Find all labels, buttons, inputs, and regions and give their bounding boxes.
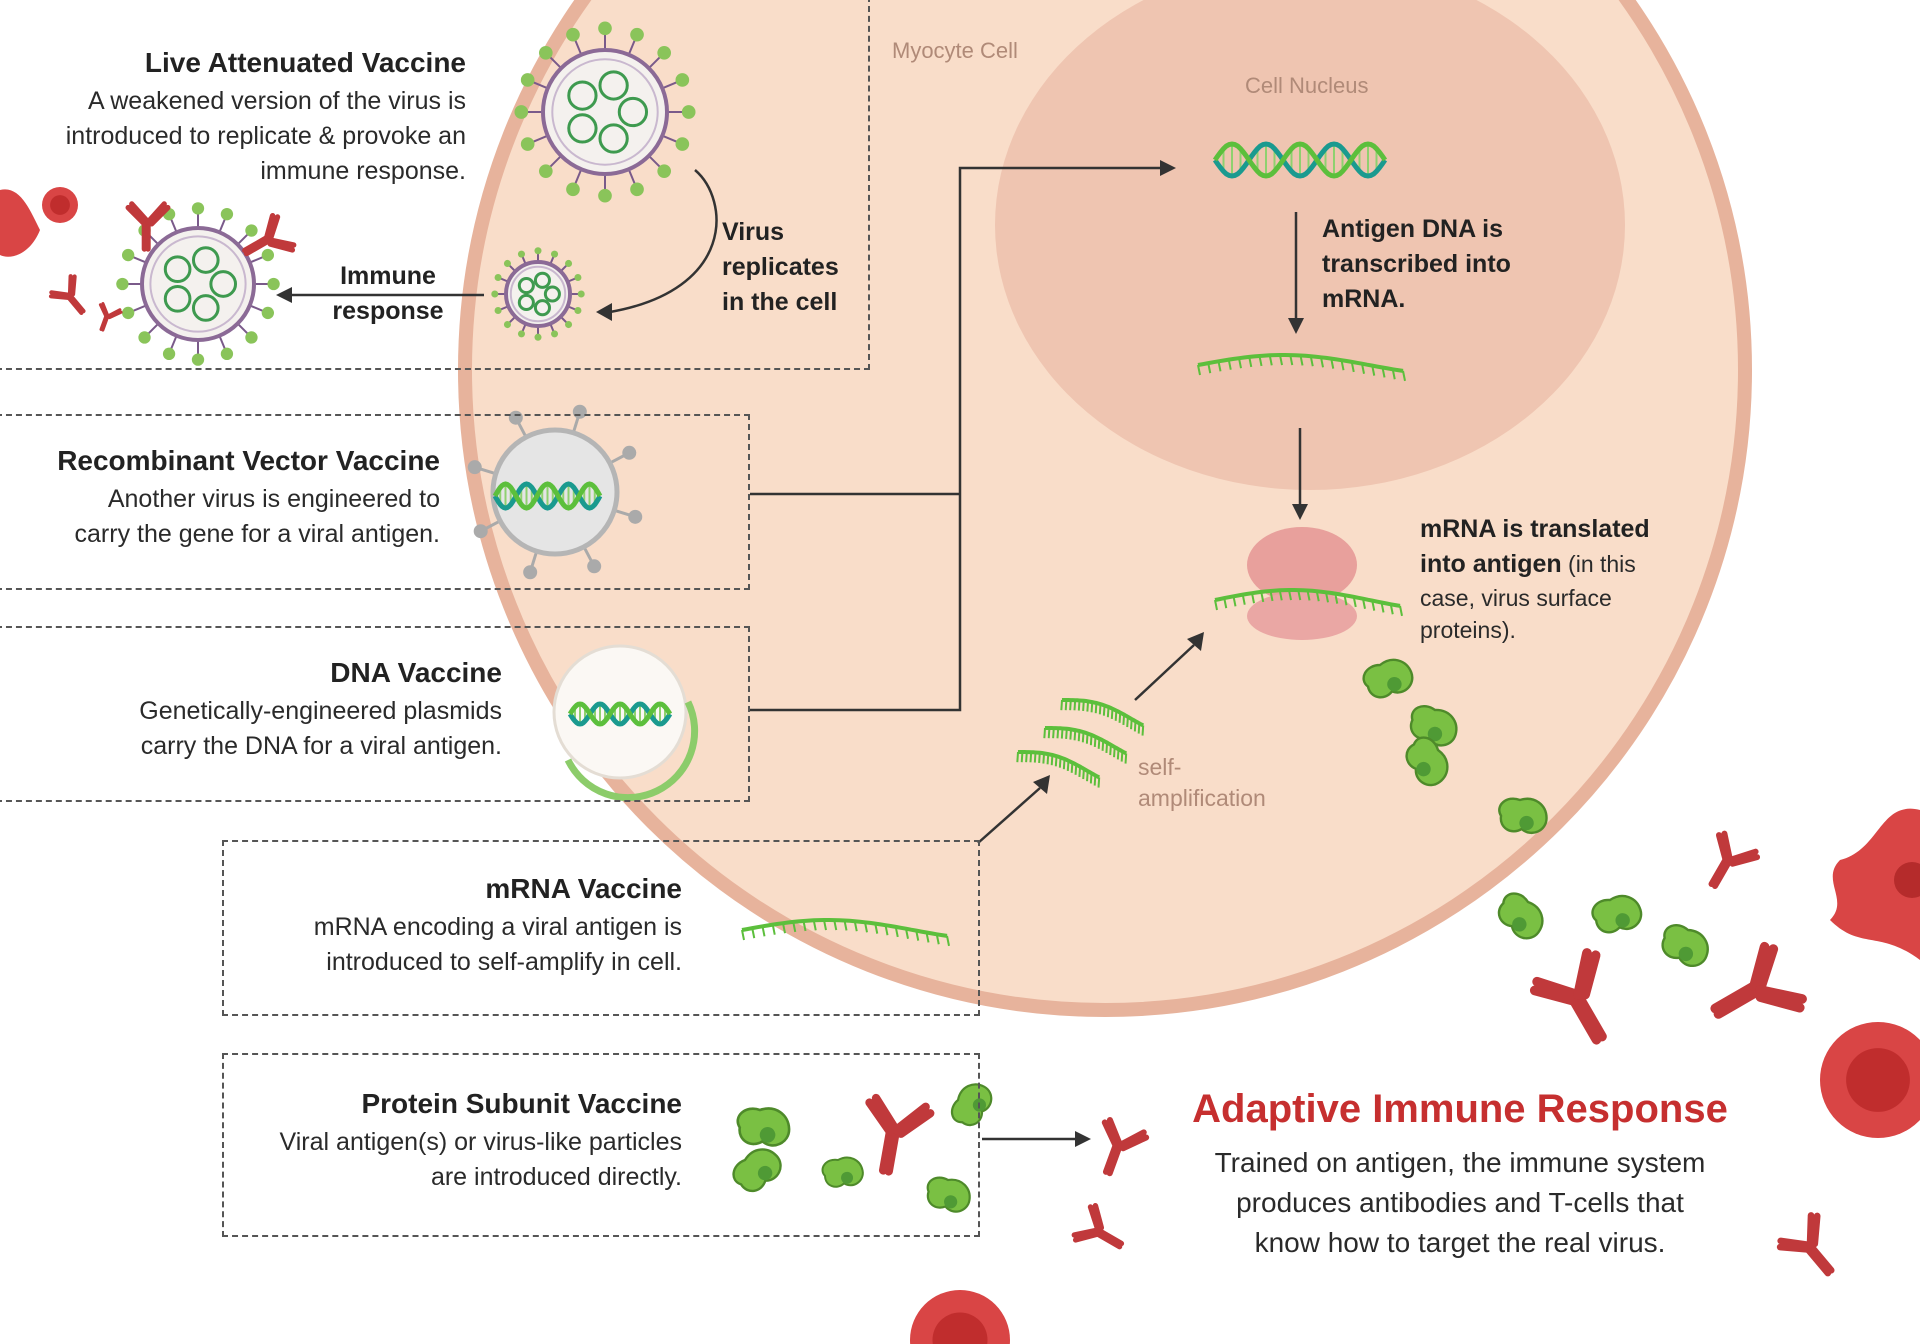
recombinant-box	[0, 414, 750, 590]
desc-line: Trained on antigen, the immune system	[1214, 1147, 1706, 1178]
antibody-icon	[1529, 948, 1607, 1045]
translation-label: mRNA is translated into antigen (in this…	[1420, 512, 1650, 646]
antibody-icon	[98, 302, 123, 332]
desc-line: immune response.	[260, 157, 466, 185]
immune-response-label: Immune response	[318, 259, 458, 329]
transcription-line: transcribed into	[1322, 250, 1511, 278]
immune-cell-icon	[0, 189, 40, 257]
antigen-icon	[926, 1176, 971, 1213]
self-amplification-label: self- amplification	[1138, 752, 1266, 814]
recombinant-title: Recombinant Vector Vaccine	[57, 445, 440, 476]
protein-desc: Viral antigen(s) or virus-like particles…	[280, 1125, 682, 1195]
self-amp-line: self-	[1138, 754, 1182, 780]
translation-bold-2: into antigen	[1420, 550, 1562, 578]
replicates-line: Virus	[722, 218, 785, 246]
mrna-strand-icon	[1043, 725, 1128, 764]
antibody-icon	[1071, 1202, 1125, 1250]
desc-line: are introduced directly.	[430, 1163, 682, 1191]
antigen-icon	[1498, 797, 1548, 834]
antibody-icon	[1708, 830, 1761, 889]
arrow-replicates	[609, 169, 718, 314]
live-attenuated-desc: A weakened version of the virus is intro…	[66, 84, 466, 189]
desc-line: Another virus is engineered to	[107, 485, 440, 513]
live-attenuated-box	[0, 0, 870, 370]
mrna-strand-icon	[1214, 588, 1403, 617]
antigen-icon	[821, 1156, 864, 1188]
cell-nucleus	[995, 0, 1625, 490]
desc-line: produces antibodies and T-cells that	[1236, 1187, 1684, 1218]
adaptive-title: Adaptive Immune Response	[1192, 1087, 1728, 1131]
mrna-title: mRNA Vaccine	[485, 873, 682, 904]
antibody-icon	[48, 274, 86, 315]
nucleus-label: Cell Nucleus	[1245, 73, 1369, 98]
mrna-desc: mRNA encoding a viral antigen is introdu…	[314, 910, 682, 980]
protein-title: Protein Subunit Vaccine	[361, 1088, 682, 1119]
antigen-icon	[736, 1107, 791, 1147]
desc-line: know how to target the real virus.	[1254, 1227, 1666, 1258]
desc-line: carry the gene for a viral antigen.	[74, 520, 440, 548]
antigen-icon	[732, 1148, 782, 1193]
protein-box	[222, 1053, 980, 1237]
mrna-strand-icon	[1060, 697, 1145, 736]
virus-immune-icon	[116, 202, 280, 366]
dna-helix-icon	[492, 481, 603, 511]
antigen-icon	[950, 1083, 993, 1127]
translation-line-3: case, virus surface	[1420, 585, 1612, 611]
desc-line: Genetically-engineered plasmids	[139, 697, 502, 725]
immune-cell-icon	[1830, 808, 1920, 960]
dna-desc: Genetically-engineered plasmids carry th…	[139, 694, 502, 764]
transcription-line: Antigen DNA is	[1322, 215, 1504, 243]
myocyte-label: Myocyte Cell	[892, 38, 1018, 63]
desc-line: A weakened version of the virus is	[88, 87, 466, 115]
dna-box	[0, 626, 750, 802]
translation-bold-1: mRNA is translated	[1420, 515, 1650, 543]
blood-cell-icon	[1820, 1022, 1920, 1138]
mrna-box	[222, 840, 980, 1016]
desc-line: introduced to replicate & provoke an	[65, 122, 466, 150]
antigen-icon	[1405, 736, 1449, 787]
mrna-strand-icon	[741, 918, 950, 947]
dna-title: DNA Vaccine	[330, 657, 502, 688]
antibody-icon	[125, 201, 171, 252]
dna-helix-icon	[567, 701, 673, 727]
recombinant-desc: Another virus is engineered to carry the…	[75, 482, 440, 552]
antibody-icon	[865, 1093, 935, 1176]
ribosome-icon	[1247, 527, 1357, 640]
virus-replicates-label: Virus replicates in the cell	[722, 215, 839, 320]
antigen-icon	[1497, 892, 1544, 940]
arrow-self-amp-out	[1134, 644, 1195, 701]
mrna-strand-icon	[1016, 749, 1101, 788]
blood-cell-icon	[42, 187, 78, 223]
desc-line: introduced to self-amplify in cell.	[326, 948, 682, 976]
desc-line: Viral antigen(s) or virus-like particles	[279, 1128, 682, 1156]
antibody-icon	[1101, 1117, 1150, 1177]
replicates-line: replicates	[722, 253, 839, 281]
immune-line: Immune	[340, 262, 436, 290]
translation-line-4: proteins).	[1420, 617, 1516, 643]
antibody-icon	[1710, 941, 1807, 1019]
antigen-icon	[1362, 658, 1414, 699]
replicates-line: in the cell	[722, 288, 838, 316]
transcription-line: mRNA.	[1322, 285, 1406, 313]
adaptive-desc: Trained on antigen, the immune system pr…	[1160, 1143, 1760, 1263]
dna-helix-icon	[1212, 141, 1388, 179]
self-amp-line: amplification	[1138, 785, 1266, 811]
antigen-icon	[1661, 924, 1709, 968]
antigen-icon	[1591, 894, 1643, 934]
antibody-icon	[1776, 1212, 1835, 1277]
desc-line: mRNA encoding a viral antigen is	[313, 913, 682, 941]
virus-small-icon	[491, 247, 585, 341]
translation-rest-2: (in this	[1561, 551, 1636, 577]
transcription-label: Antigen DNA is transcribed into mRNA.	[1322, 212, 1511, 317]
virus-large-icon	[514, 21, 696, 203]
desc-line: carry the DNA for a viral antigen.	[140, 732, 502, 760]
antibody-icon	[242, 212, 297, 257]
mrna-strand-icon	[1197, 353, 1406, 382]
arrow-self-amp-in	[977, 787, 1041, 844]
connector-dna	[750, 166, 1160, 712]
immune-line: response	[332, 297, 444, 325]
blood-cell-icon	[910, 1290, 1010, 1344]
live-attenuated-title: Live Attenuated Vaccine	[144, 47, 466, 78]
